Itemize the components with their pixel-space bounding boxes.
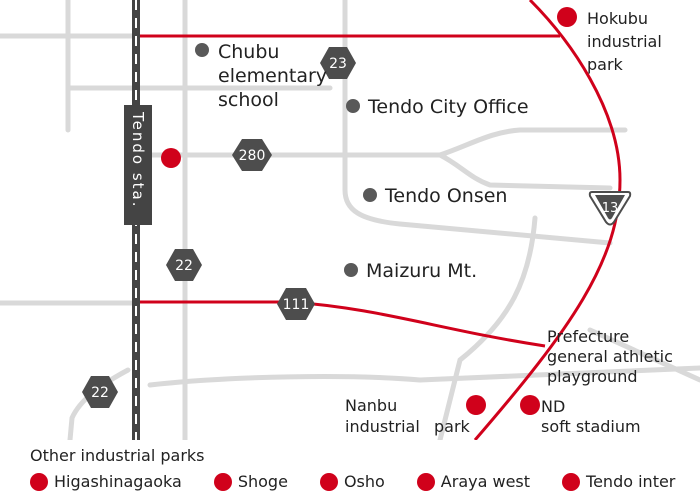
city-office-label: Tendo City Office — [367, 96, 529, 118]
legend-title: Other industrial parks — [30, 446, 205, 465]
chubu-school-label-3: school — [218, 89, 279, 111]
hokubu-label-3: park — [587, 55, 624, 74]
chubu-school-label-1: Chubu — [218, 41, 279, 63]
legend-label: Shoge — [237, 472, 288, 491]
legend-label: Osho — [343, 472, 385, 491]
legend-item-higashinagaoka: Higashinagaoka — [30, 472, 182, 491]
onsen-label: Tendo Onsen — [384, 185, 507, 207]
chubu-school-label-2: elementary — [218, 65, 327, 87]
road — [147, 365, 700, 388]
road — [342, 0, 613, 246]
hokubu-marker — [557, 7, 577, 27]
legend-dot — [562, 472, 581, 491]
legend-label: Araya west — [440, 472, 531, 491]
shield-13: 13 — [588, 191, 632, 226]
nanbu-marker — [466, 395, 486, 415]
shield-280: 280 — [232, 139, 272, 171]
landmarks: Chubu elementary school Tendo City Offic… — [195, 41, 529, 282]
route-shields: 23 280 22 111 22 13 — [82, 47, 632, 408]
station-label: Tendo sta. — [129, 111, 147, 208]
legend-label: Tendo inter — [586, 472, 676, 491]
nanbu-label-1: Nanbu — [345, 396, 397, 415]
shield-label: 22 — [91, 385, 109, 401]
shield-23: 23 — [320, 47, 356, 79]
maizuru-marker — [344, 263, 358, 277]
nanbu-label-2: industrial — [345, 417, 420, 436]
legend-item-araya-west: Araya west — [416, 472, 531, 491]
legend-item-tendo-inter: Tendo inter — [562, 472, 675, 491]
road — [587, 327, 700, 383]
station-area-marker — [161, 148, 181, 168]
nd-stadium-label-2: soft stadium — [541, 417, 641, 436]
road-network — [0, 0, 700, 440]
nd-stadium-label-1: ND — [541, 397, 565, 416]
road — [437, 152, 613, 191]
road — [437, 127, 628, 158]
shield-label: 280 — [239, 148, 266, 164]
city-office-marker — [346, 99, 360, 113]
legend-dot — [30, 472, 48, 491]
shield-label: 111 — [283, 297, 310, 313]
station-box — [124, 105, 152, 225]
shield-label: 23 — [329, 56, 347, 72]
shield-label: 22 — [175, 258, 193, 274]
hokubu-label-2: industrial — [587, 32, 662, 51]
industrial-places: Hokubu industrial park Prefecture genera… — [161, 7, 673, 436]
legend-items: Higashinagaoka Shoge Osho Araya west Ten… — [30, 472, 700, 491]
legend-item-shoge: Shoge — [213, 472, 288, 491]
nd-stadium-marker — [520, 395, 540, 415]
onsen-marker — [363, 188, 377, 202]
prefecture-label-2: general athletic — [547, 347, 673, 366]
shield-111: 111 — [277, 288, 315, 320]
legend-dot — [213, 472, 232, 491]
prefecture-label-3: playground — [547, 367, 637, 386]
legend-dot — [319, 472, 338, 491]
legend-item-osho: Osho — [319, 472, 385, 491]
map-canvas: Tendo sta. 23 280 22 111 22 13 — [0, 0, 700, 440]
maizuru-label: Maizuru Mt. — [366, 260, 477, 282]
shield-22-lower: 22 — [82, 376, 118, 408]
legend-label: Higashinagaoka — [54, 472, 182, 491]
route-segment — [473, 0, 622, 440]
tendo-station: Tendo sta. — [124, 105, 152, 225]
road — [437, 215, 538, 440]
hokubu-label-1: Hokubu — [587, 9, 648, 28]
legend: Other industrial parks Higashinagaoka Sh… — [0, 440, 700, 500]
prefecture-label-1: Prefecture — [547, 327, 629, 346]
legend-dot — [416, 472, 435, 491]
shield-label: 13 — [602, 201, 619, 216]
chubu-school-marker — [195, 43, 209, 57]
shield-22-upper: 22 — [166, 249, 202, 281]
nanbu-label-3: park — [434, 417, 471, 436]
